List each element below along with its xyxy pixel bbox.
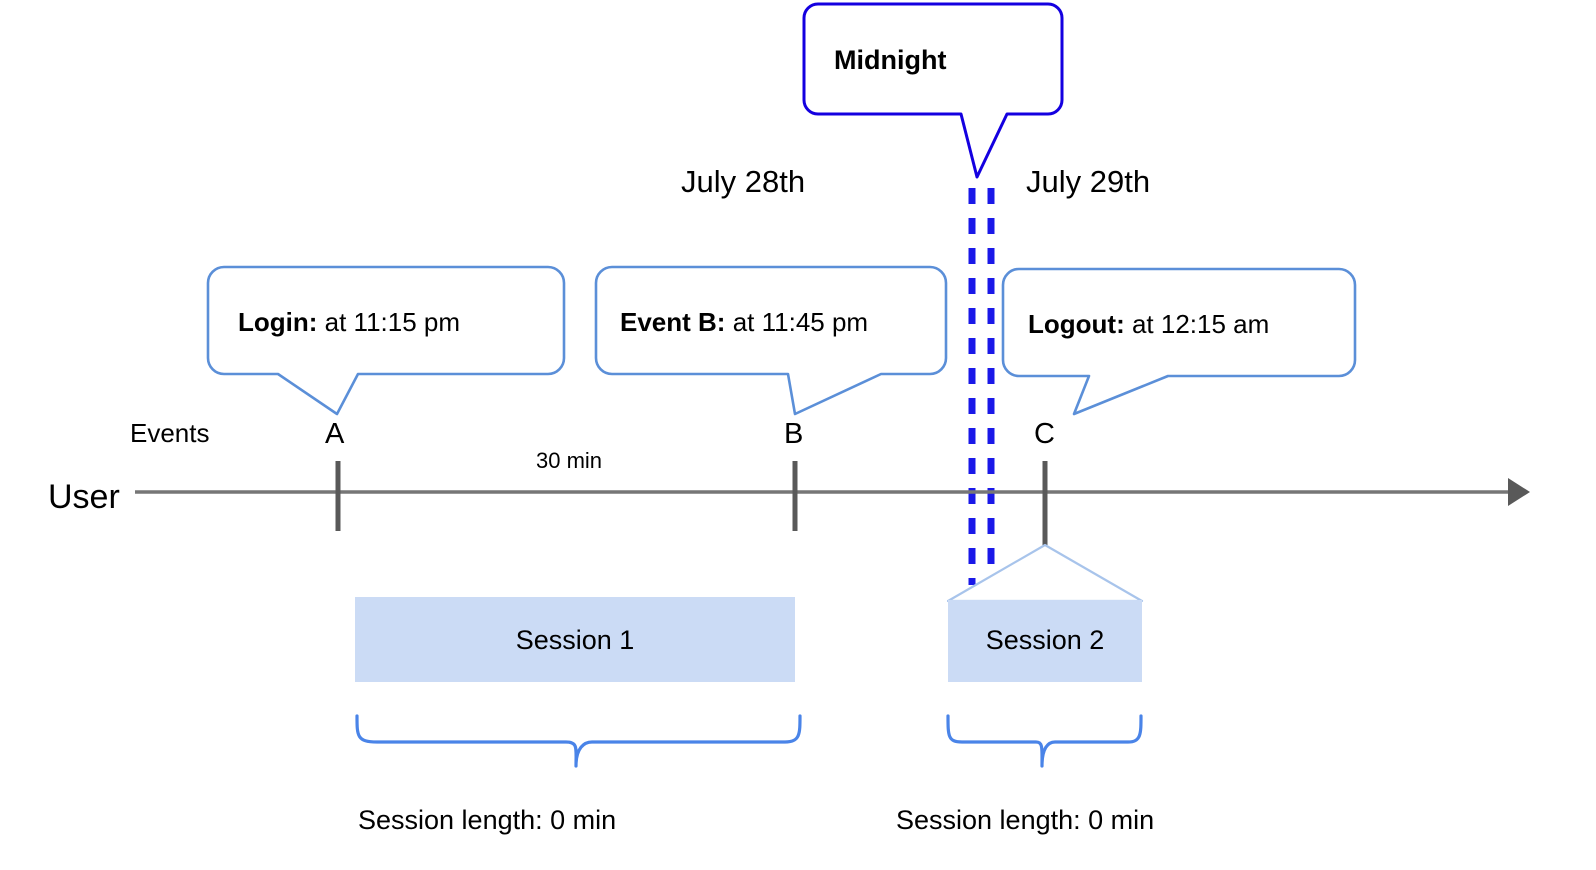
callout-event-b-lead: Event B: [620, 307, 725, 337]
callout-logout-rest: at 12:15 am [1125, 309, 1270, 339]
callout-login-rest: at 11:15 pm [317, 307, 460, 337]
callout-login-label: Login: at 11:15 pm [238, 307, 460, 337]
session-2-length-label: Session length: 0 min [896, 805, 1154, 835]
midnight-callout[interactable]: Midnight [802, 2, 1064, 179]
callout-logout-lead: Logout: [1028, 309, 1125, 339]
session-2-brace [946, 714, 1143, 768]
callout-login[interactable]: Login: at 11:15 pm [206, 265, 566, 416]
callout-login-lead: Login: [238, 307, 317, 337]
timeline-axis [135, 478, 1530, 506]
gap-duration-label: 30 min [536, 448, 602, 473]
callout-event-b-rest: at 11:45 pm [725, 307, 868, 337]
callout-logout[interactable]: Logout: at 12:15 am [1001, 267, 1357, 416]
session-2-bar-label: Session 2 [986, 625, 1105, 655]
session-1-bar-label: Session 1 [516, 625, 635, 655]
midnight-dashed-lines [968, 188, 995, 585]
callout-event-b-bubble [594, 265, 948, 416]
event-letter-c: C [1034, 418, 1055, 450]
session-1-length-label: Session length: 0 min [358, 805, 616, 835]
timeline-arrowhead [1508, 478, 1530, 506]
session-1-bar[interactable]: Session 1 [355, 597, 795, 682]
date-label-right: July 29th [1026, 164, 1150, 199]
user-row-label: User [48, 478, 120, 516]
date-label-left: July 28th [681, 164, 805, 199]
callout-logout-bubble [1001, 267, 1357, 416]
midnight-callout-label: Midnight [834, 45, 946, 75]
session-1-brace [355, 714, 802, 768]
callout-event-b-label: Event B: at 11:45 pm [620, 307, 868, 337]
events-row-label: Events [130, 418, 210, 448]
callout-login-bubble [206, 265, 566, 416]
session-2-roof [946, 543, 1144, 603]
callout-event-b[interactable]: Event B: at 11:45 pm [594, 265, 948, 416]
session-2-bar[interactable]: Session 2 [948, 600, 1142, 682]
session-2-bar-rect [948, 600, 1142, 682]
session-1-bar-rect [355, 597, 795, 682]
event-letter-b: B [784, 418, 803, 450]
event-tick-marks [335, 461, 1048, 546]
callout-logout-label: Logout: at 12:15 am [1028, 309, 1269, 339]
event-letter-a: A [325, 418, 345, 450]
midnight-callout-bubble [802, 2, 1064, 179]
